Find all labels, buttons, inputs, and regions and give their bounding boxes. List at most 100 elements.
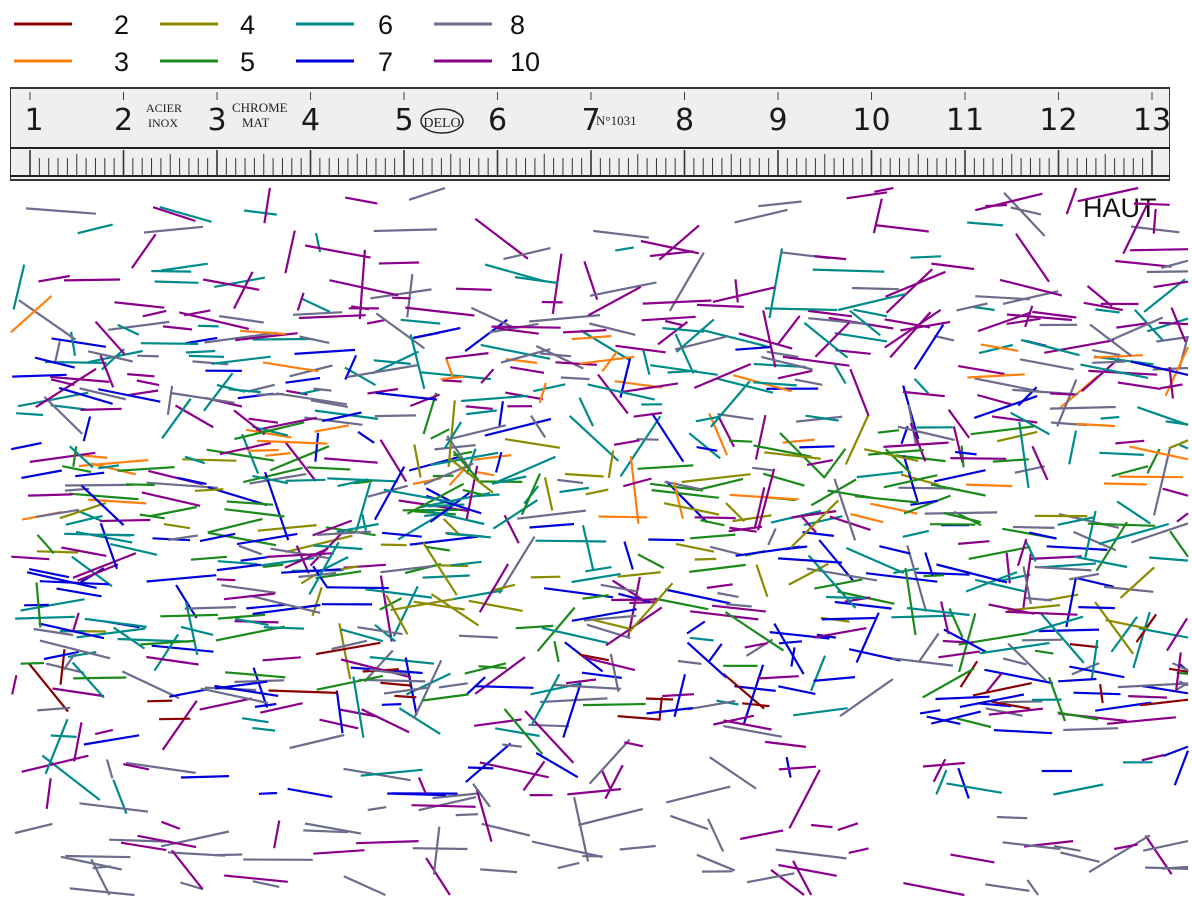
fiber-segment xyxy=(1073,691,1121,696)
fiber-segment xyxy=(658,697,663,721)
fiber-segment xyxy=(1089,323,1133,357)
fiber-segment xyxy=(472,783,491,808)
fiber-segment xyxy=(790,499,840,549)
fiber-segment xyxy=(185,349,216,354)
fiber-segment xyxy=(1087,522,1156,527)
fiber-segment xyxy=(642,349,651,375)
fiber-segment xyxy=(785,756,792,778)
fiber-segment xyxy=(649,482,703,492)
fiber-segment xyxy=(236,532,298,546)
fiber-segment xyxy=(263,626,305,630)
fiber-segment xyxy=(83,734,140,746)
fiber-segment xyxy=(465,405,493,410)
fiber-segment xyxy=(1158,321,1189,326)
ruler-number: 9 xyxy=(768,103,787,138)
fiber-segment xyxy=(711,604,766,613)
fiber-segment xyxy=(600,769,613,791)
fiber-segment xyxy=(137,354,159,358)
fiber-segment xyxy=(52,687,105,698)
fiber-segment xyxy=(517,509,586,520)
fiber-segment xyxy=(762,310,777,368)
ruler-number: 11 xyxy=(946,103,984,138)
fiber-segment xyxy=(41,754,101,801)
fiber-segment xyxy=(935,769,948,795)
fiber-segment xyxy=(10,441,42,451)
fiber-segment xyxy=(347,363,419,379)
fiber-segment xyxy=(256,392,284,396)
fiber-segment xyxy=(151,644,214,653)
fiber-segment xyxy=(1046,545,1108,551)
fiber-segment xyxy=(578,807,644,827)
fiber-segment xyxy=(383,686,430,695)
fiber-segment xyxy=(571,572,621,584)
fiber-segment xyxy=(952,426,964,463)
fiber-segment xyxy=(777,369,813,380)
fiber-segment xyxy=(600,583,638,593)
fiber-segment xyxy=(782,355,850,367)
fiber-segment xyxy=(246,603,286,610)
fiber-segment xyxy=(489,322,539,334)
fiber-segment xyxy=(199,532,236,543)
fiber-segment xyxy=(335,690,344,734)
fiber-segment xyxy=(689,636,714,642)
fiber-segment xyxy=(252,337,312,341)
fiber-segment xyxy=(130,233,157,269)
fiber-segment xyxy=(950,853,995,864)
fiber-segment xyxy=(344,354,358,380)
fiber-segment xyxy=(593,618,630,630)
fiber-segment xyxy=(761,355,813,371)
fiber-segment xyxy=(140,342,199,345)
fiber-segment xyxy=(700,328,768,348)
fiber-segment xyxy=(137,834,197,849)
fiber-segment xyxy=(409,334,426,390)
fiber-segment xyxy=(753,444,812,458)
fiber-segment xyxy=(63,278,121,282)
fiber-segment xyxy=(753,381,797,387)
fiber-segment xyxy=(21,469,62,479)
fiber-segment xyxy=(380,543,407,547)
legend-label-2: 2 xyxy=(114,10,129,40)
fiber-segment xyxy=(24,603,49,607)
fiber-segment xyxy=(877,429,900,434)
fiber-segment xyxy=(991,415,1038,424)
fiber-segment xyxy=(263,187,271,224)
fiber-segment xyxy=(1053,845,1081,852)
fiber-segment xyxy=(313,544,363,551)
fiber-segment xyxy=(1099,451,1144,456)
fiber-segment xyxy=(503,708,544,755)
fiber-segment xyxy=(977,393,1013,406)
fiber-segment xyxy=(1119,566,1156,599)
fiber-segment xyxy=(241,433,260,475)
fiber-segment xyxy=(1060,851,1100,863)
fiber-segment xyxy=(17,391,89,408)
fiber-segment xyxy=(50,734,77,738)
fiber-segment xyxy=(427,503,465,508)
fiber-segment xyxy=(580,329,631,362)
fiber-segment xyxy=(1090,639,1099,681)
fiber-segment xyxy=(321,411,362,423)
fiber-segment xyxy=(33,627,74,637)
fiber-segment xyxy=(1176,512,1189,523)
fiber-segment xyxy=(902,455,919,503)
fiber-segment xyxy=(1149,556,1189,562)
fiber-segment xyxy=(891,614,953,619)
fiber-segment xyxy=(764,307,838,312)
fiber-segment xyxy=(502,743,522,748)
fiber-segment xyxy=(1026,615,1084,635)
fiber-segment xyxy=(868,448,924,456)
fiber-segment xyxy=(1029,555,1082,560)
fiber-segment xyxy=(1116,500,1151,525)
fiber-segment xyxy=(910,255,942,259)
fiber-segment xyxy=(315,570,362,580)
fiber-segment xyxy=(298,314,366,320)
legend-label-4: 4 xyxy=(240,10,255,40)
fiber-segment xyxy=(924,511,998,515)
fiber-segment xyxy=(285,376,321,384)
fiber-segment xyxy=(1026,879,1040,896)
fiber-segment xyxy=(1010,206,1042,216)
fiber-segment xyxy=(269,445,330,472)
fiber-segment xyxy=(837,292,907,312)
fiber-segment xyxy=(1002,657,1027,666)
fiber-segment xyxy=(713,714,755,726)
fiber-segment xyxy=(184,606,237,610)
